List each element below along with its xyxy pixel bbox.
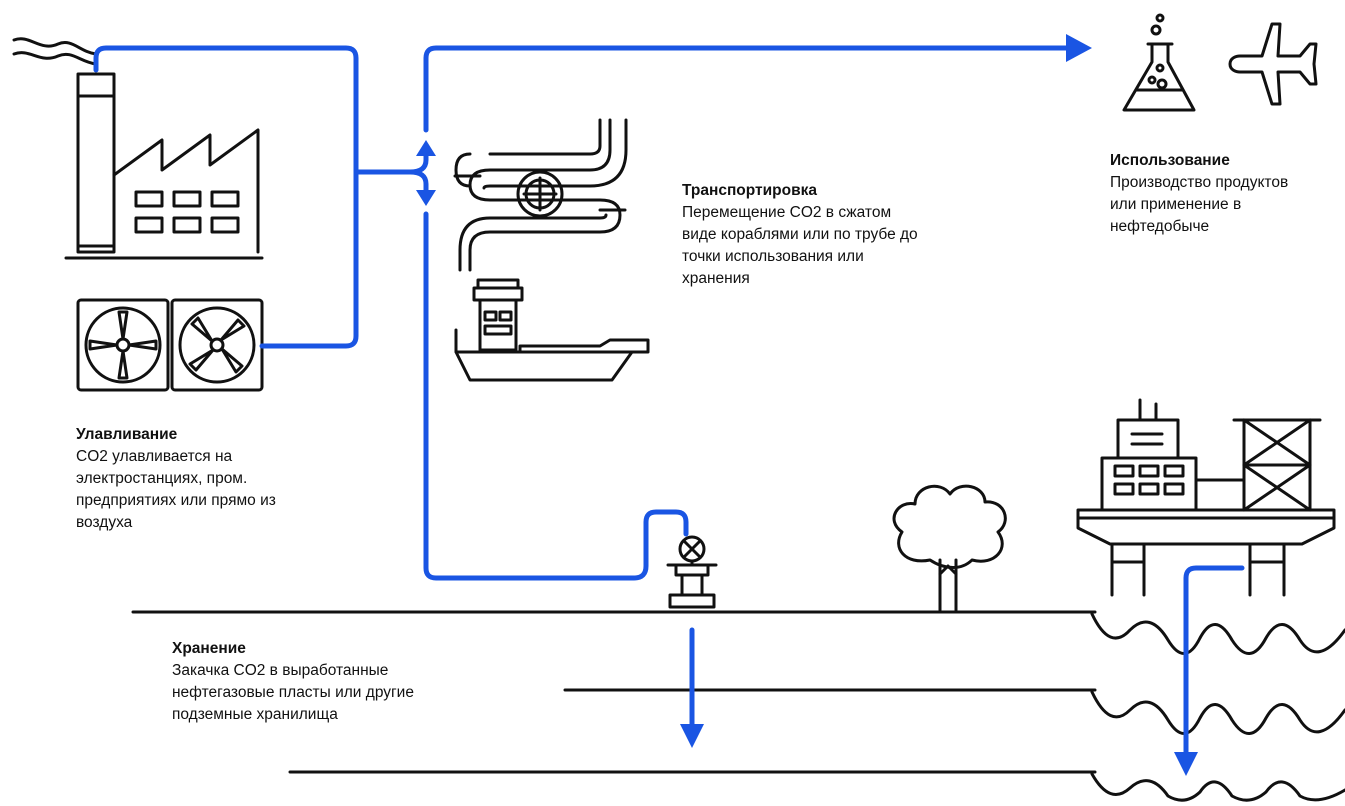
usage-desc-line: Производство продуктов <box>1110 174 1289 191</box>
airplane-icon <box>1228 22 1318 106</box>
capture-desc-line: предприятиях или прямо из <box>76 492 276 509</box>
arrow-offshore-icon <box>1174 752 1198 776</box>
transport-desc-line: хранения <box>682 270 750 287</box>
usage-desc-line: или применение в <box>1110 196 1242 213</box>
usage-title: Использование <box>1110 152 1230 169</box>
transport-desc-line: Перемещение CO2 в сжатом <box>682 204 892 221</box>
transport-title: Транспортировка <box>682 182 818 199</box>
storage-desc-line: нефтегазовые пласты или другие <box>172 684 414 701</box>
pipeline-icon <box>453 118 628 272</box>
water-waves <box>1090 612 1345 802</box>
storage-desc-line: Закачка CO2 в выработанные <box>172 662 389 679</box>
storage-title: Хранение <box>172 640 246 657</box>
arrow-down-icon <box>416 190 436 206</box>
fan-icon <box>76 298 264 392</box>
storage-desc-line: подземные хранилища <box>172 706 338 723</box>
flow-arrowheads <box>416 34 1198 776</box>
co2-flow-lines <box>93 45 1245 761</box>
arrow-storage-icon <box>680 724 704 748</box>
transport-desc-line: виде кораблями или по трубе до <box>682 226 918 243</box>
capture-desc-line: электростанциях, пром. <box>76 470 248 487</box>
storage-block: Хранение Закачка CO2 в выработанные нефт… <box>172 638 492 726</box>
usage-desc-line: нефтедобыче <box>1110 218 1210 235</box>
factory-icon <box>64 72 264 260</box>
wellhead-icon <box>666 535 718 609</box>
capture-block: Улавливание CO2 улавливается на электрос… <box>76 424 326 534</box>
capture-desc-line: CO2 улавливается на <box>76 448 233 465</box>
smoke-icon <box>12 37 98 66</box>
transport-desc-line: точки использования или <box>682 248 864 265</box>
arrow-up-icon <box>416 140 436 156</box>
ship-icon <box>454 278 650 382</box>
arrow-to-usage-icon <box>1066 34 1092 62</box>
capture-title: Улавливание <box>76 426 178 443</box>
capture-desc-line: воздуха <box>76 514 133 531</box>
flask-icon <box>1122 13 1196 112</box>
ground-lines <box>131 610 1097 774</box>
tree-icon <box>892 484 1007 612</box>
transport-block: Транспортировка Перемещение CO2 в сжатом… <box>682 180 1002 290</box>
oil-platform-icon <box>1076 398 1336 597</box>
usage-block: Использование Производство продуктов или… <box>1110 150 1345 238</box>
